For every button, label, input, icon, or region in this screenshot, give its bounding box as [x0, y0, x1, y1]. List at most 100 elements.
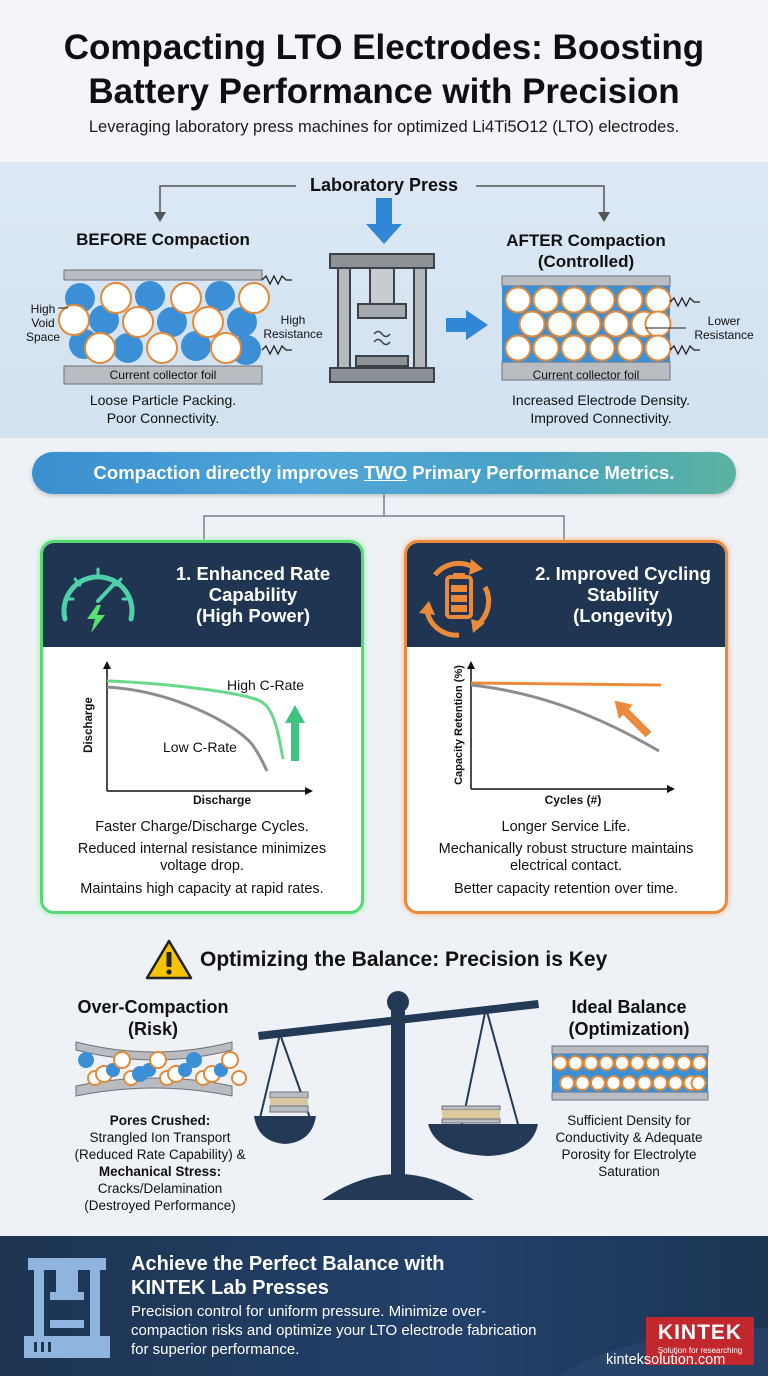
particle [186, 1052, 202, 1068]
website-link[interactable]: kinteksolution.com [606, 1352, 726, 1368]
particle [78, 1052, 94, 1068]
particle [602, 310, 630, 338]
particle [588, 286, 616, 314]
lab-press-icon [329, 253, 435, 383]
particle [614, 1055, 630, 1071]
high-void-2: Void [31, 316, 55, 330]
card-desc-2: voltage drop. [160, 858, 244, 874]
rate-capability-card: 1. Enhanced Rate Capability (High Power)… [40, 540, 364, 914]
title-line-2: Battery Performance with Precision [88, 72, 680, 111]
particle [660, 1055, 677, 1071]
particle [590, 1075, 606, 1091]
banner-text-start: Compaction directly improves [93, 462, 364, 483]
high-resistance-2: Resistance [263, 327, 323, 341]
footer-title-2: KINTEK Lab Presses [131, 1277, 329, 1299]
rate-x-label: Discharge [192, 793, 252, 807]
particle [532, 334, 560, 362]
legend-low-c-rate: Low C-Rate [163, 739, 237, 755]
particle [667, 1075, 684, 1091]
cycling-y-label-text: Capacity Retention (%) [453, 665, 465, 785]
metrics-banner: Compaction directly improves TWO Primary… [32, 452, 736, 494]
card-lead: Longer Service Life. [501, 819, 631, 835]
before-electrode [58, 269, 270, 385]
high-c-rate-line [106, 679, 285, 760]
after-title-line-2: (Controlled) [537, 252, 635, 271]
card-title-1: 2. Improved Cycling [535, 563, 711, 584]
particle [644, 310, 672, 338]
page-subtitle: Leveraging laboratory press machines for… [88, 118, 680, 136]
over-text-2: (Reduced Rate Capability) & [74, 1147, 246, 1162]
particle [122, 306, 154, 338]
ideal-title-2: (Optimization) [568, 1019, 690, 1039]
pan-sample-over [269, 1091, 309, 1113]
particle [691, 1055, 708, 1071]
over-title-2: (Risk) [127, 1019, 178, 1039]
ideal-text-1: Sufficient Density for [567, 1113, 691, 1128]
before-caption: Loose Particle Packing. Poor Connectivit… [44, 391, 282, 427]
warning-icon [145, 939, 193, 980]
particle [636, 1075, 653, 1091]
particle [574, 1075, 591, 1091]
particle [598, 1055, 615, 1071]
ideal-text-3: Porosity for Electrolyte [561, 1147, 697, 1162]
battery-cycle-icon [419, 559, 492, 638]
particle [100, 282, 132, 314]
over-bold-1: Pores Crushed: [109, 1113, 211, 1128]
speedometer-lightning-icon [61, 567, 135, 633]
particle [231, 1070, 247, 1086]
particle [170, 282, 202, 314]
legend-high-c-rate: High C-Rate [227, 677, 305, 693]
particle [221, 1051, 239, 1069]
particle [532, 286, 560, 314]
lab-press-icon [24, 1258, 110, 1358]
kintek-tagline: Solution for researching [657, 1346, 743, 1355]
particle [238, 282, 270, 314]
rate-chart [103, 661, 313, 795]
banner-connector [203, 494, 565, 540]
particle [58, 304, 90, 336]
high-void-1: High [30, 302, 56, 316]
particle [560, 286, 588, 314]
after-electrode [501, 275, 672, 381]
high-void-label: High Void Space [18, 302, 68, 344]
kintek-logo-text: KINTEK [657, 1321, 743, 1344]
after-title: AFTER Compaction (Controlled) [486, 230, 686, 272]
title-line-1: Compacting LTO Electrodes: Boosting [63, 28, 705, 67]
particle [567, 1055, 584, 1071]
particle [588, 334, 616, 362]
banner-text-end: Primary Performance Metrics. [407, 462, 675, 483]
particle [560, 334, 588, 362]
particle [652, 1075, 668, 1091]
particle [135, 281, 165, 311]
right-arrow-icon [446, 310, 488, 340]
particle [84, 332, 116, 364]
after-caption-2: Improved Connectivity. [530, 410, 672, 426]
over-compacted-electrode [75, 1041, 247, 1097]
lower-resistance-2: Resistance [694, 328, 754, 342]
particle [616, 286, 644, 314]
press-label: Laboratory Press [309, 175, 459, 195]
page-title: Compacting LTO Electrodes: Boosting Batt… [0, 26, 768, 114]
card-desc-1: Reduced internal resistance minimizes [77, 841, 327, 857]
electrode-samples [75, 1041, 709, 1101]
header [0, 0, 768, 162]
card-desc-2: electrical contact. [509, 858, 623, 874]
particle [504, 334, 532, 362]
over-bold-2: Mechanical Stress: [98, 1164, 222, 1179]
low-c-rate-line [106, 685, 269, 772]
particle [559, 1075, 575, 1091]
over-text-3: Cracks/Delamination [97, 1181, 223, 1196]
particle [644, 286, 672, 314]
resistor-icon [261, 274, 292, 356]
particle [210, 332, 242, 364]
card-desc-3: Maintains high capacity at rapid rates. [80, 881, 324, 897]
before-foil-label: Current collector foil [109, 368, 217, 382]
over-text-4: (Destroyed Performance) [84, 1198, 236, 1213]
particle [113, 1051, 131, 1069]
particle [574, 310, 602, 338]
particle [205, 281, 235, 311]
particle [181, 331, 211, 361]
after-foil-label: Current collector foil [532, 368, 640, 382]
cycling-chart [467, 661, 675, 793]
ideal-balance-title: Ideal Balance (Optimization) [530, 996, 728, 1040]
